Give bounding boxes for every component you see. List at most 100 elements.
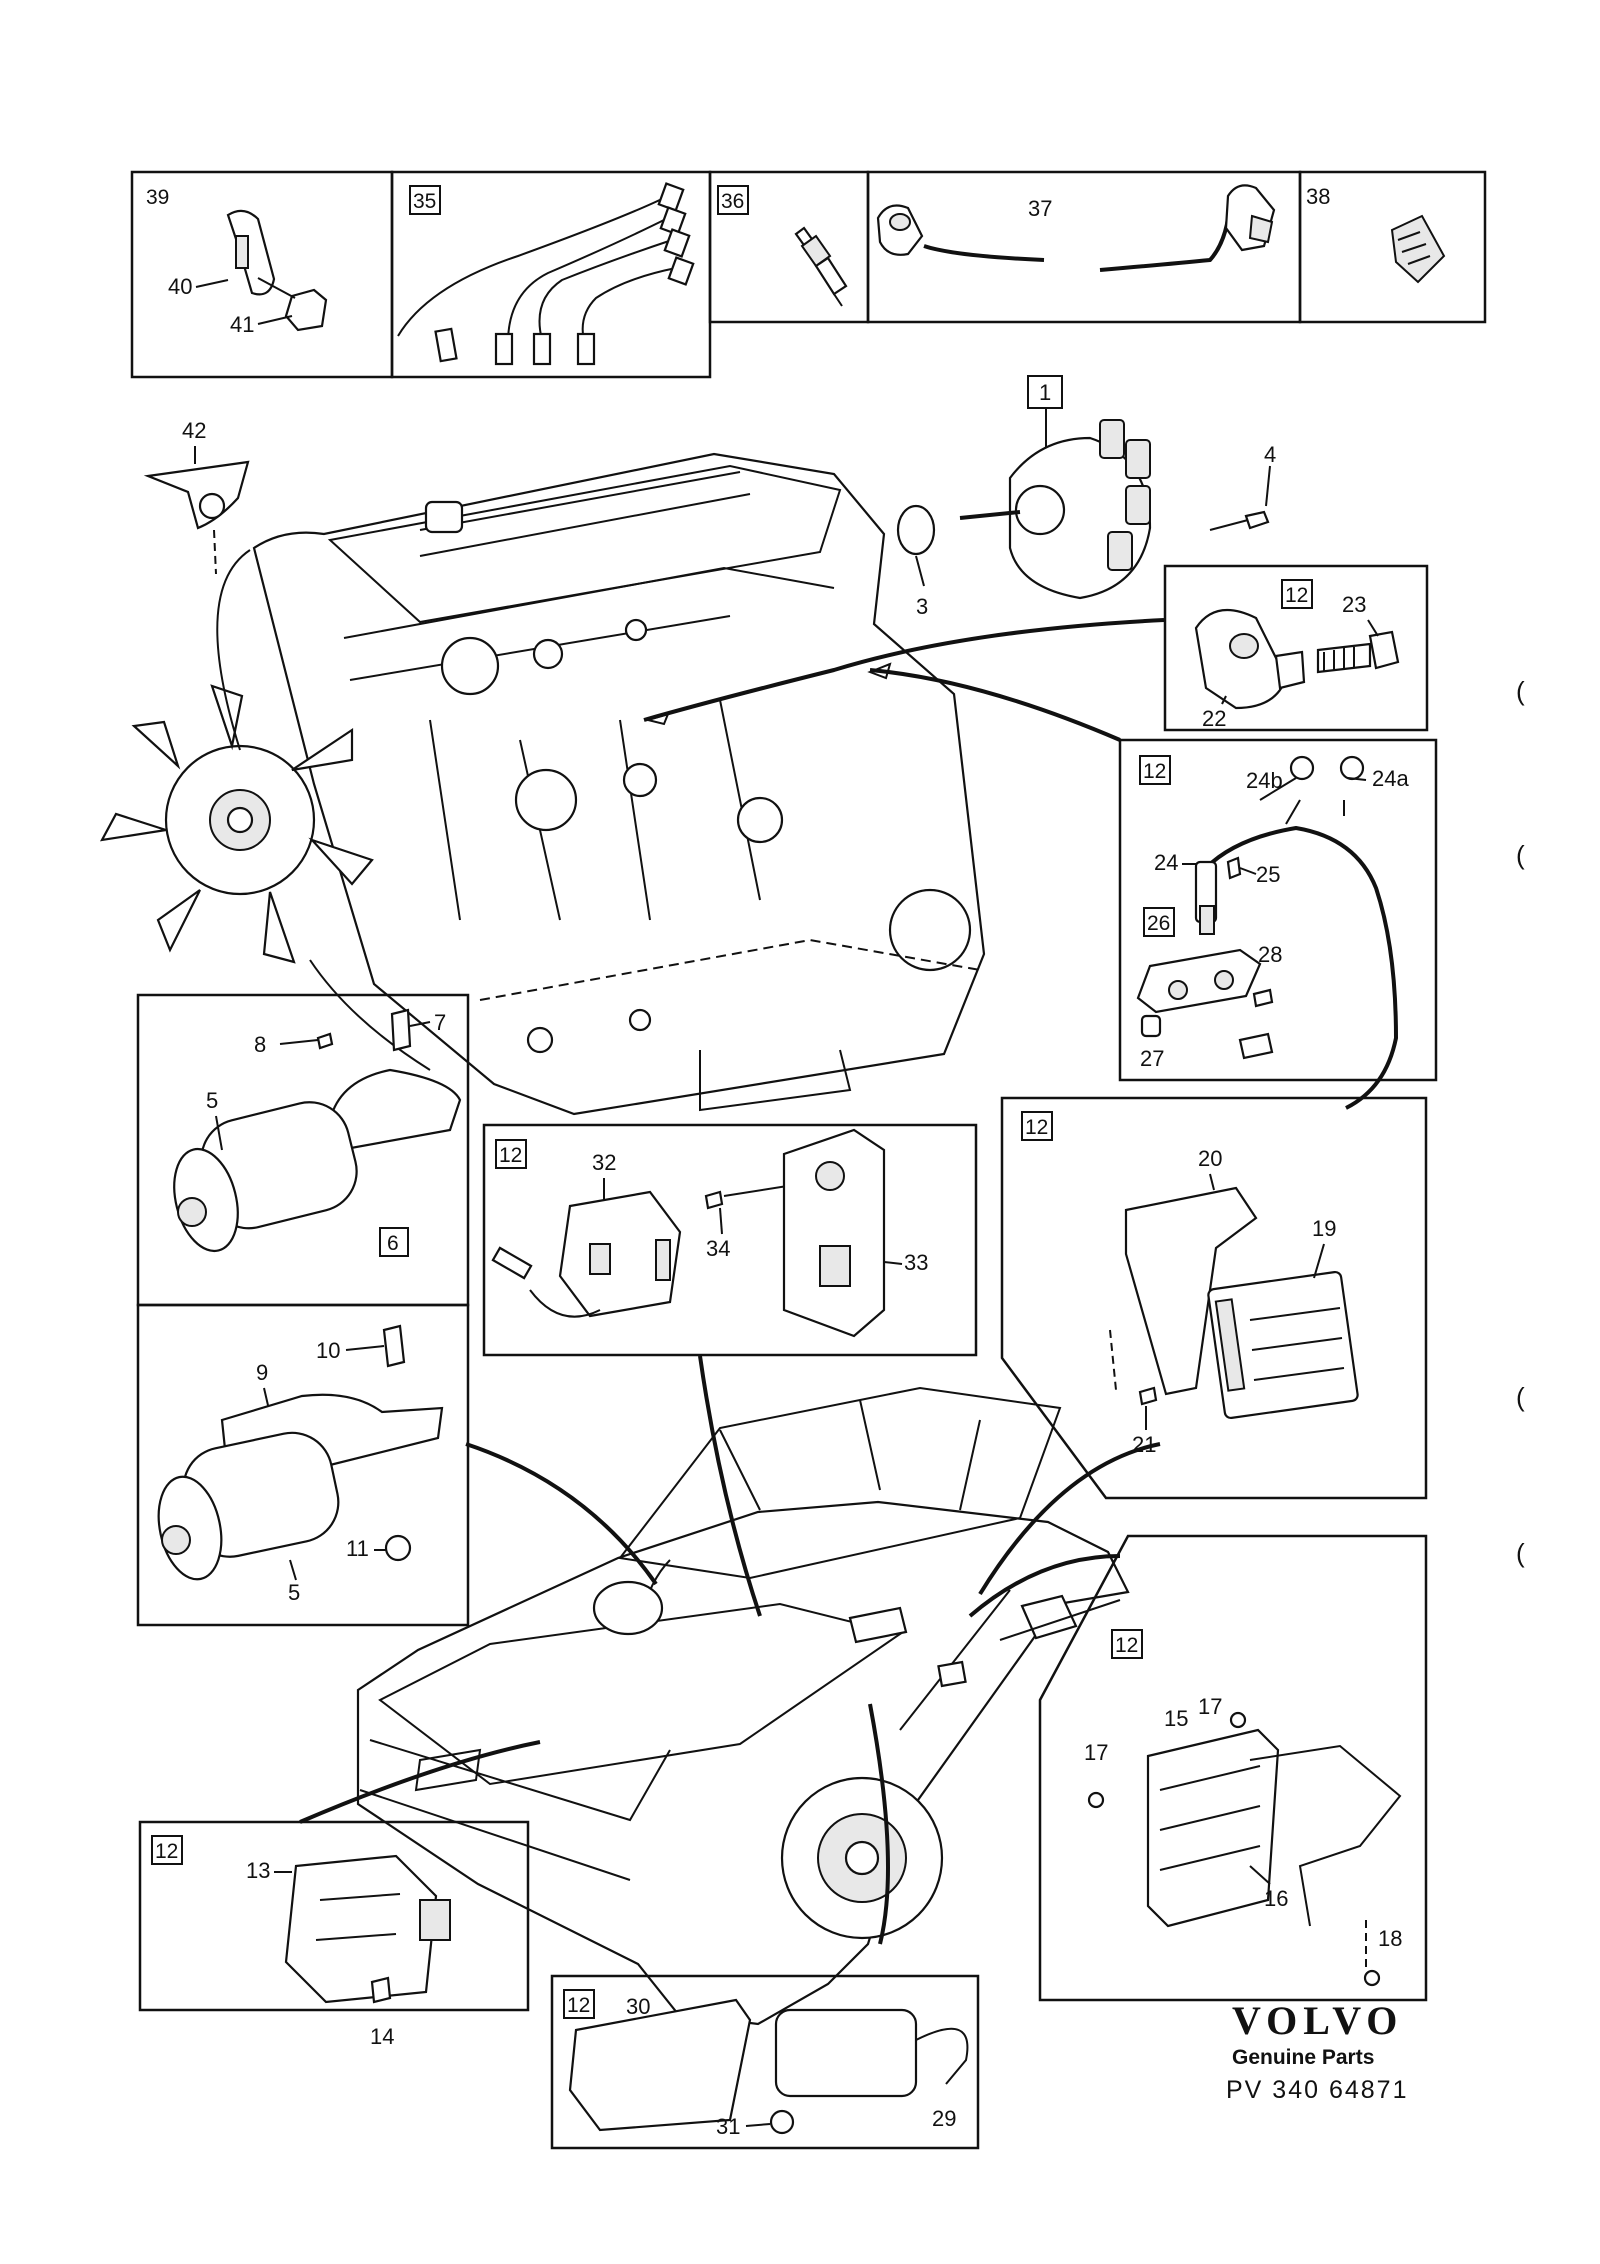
- distributor-assembly: 1 2 3 4: [852, 375, 1276, 619]
- branding-block: VOLVO Genuine Parts PV 340 64871: [1226, 1998, 1408, 2104]
- box-12-control-unit-bracket: 12 32 34 33: [482, 1123, 978, 1357]
- ignition-lead-2: [507, 217, 669, 344]
- sensor-cable: [1204, 825, 1399, 1110]
- callout-27: 27: [1140, 1046, 1164, 1071]
- coil-bolt-icon: [390, 1008, 412, 1052]
- callout-41: 41: [230, 312, 254, 337]
- amplifier-unit: [774, 2008, 918, 2098]
- car-body: [356, 1386, 1130, 2026]
- callout-31: 31: [716, 2114, 740, 2139]
- callout-17-left: 17: [1084, 1740, 1108, 1765]
- ecu-bracket-icon: [1124, 1186, 1258, 1396]
- callout-24a: 24a: [1372, 766, 1409, 791]
- callout-8: 8: [254, 1032, 266, 1057]
- callout-12-knock: 12: [1285, 584, 1308, 607]
- callout-3: 3: [916, 594, 928, 619]
- callout-18: 18: [1378, 1926, 1402, 1951]
- clip-part: [284, 288, 328, 332]
- pointer-lines: [643, 618, 1165, 742]
- control-unit-box: [1146, 1728, 1280, 1928]
- coil-clamp-icon: [328, 1068, 462, 1152]
- clip-24b-icon: [1289, 755, 1315, 781]
- callout-24: 24: [1154, 850, 1178, 875]
- sensor-plug: [1238, 1032, 1274, 1060]
- callout-1: 1: [1039, 380, 1051, 405]
- grommet-icon: [1390, 214, 1446, 284]
- callout-28: 28: [1258, 942, 1282, 967]
- callout-12-amp: 12: [567, 1994, 590, 2017]
- callout-4: 4: [1264, 442, 1276, 467]
- box-12-speed-sensor: 12 24b 24a 24 25 26 28 27: [1118, 738, 1438, 1110]
- margin-marks: ( ( ( (: [1516, 676, 1525, 1568]
- module-screw: [370, 1976, 392, 2004]
- callout-5-top: 5: [206, 1088, 218, 1113]
- spark-plug-icon: [794, 226, 848, 307]
- callout-20: 20: [1198, 1146, 1222, 1171]
- callout-12-control: 12: [1115, 1634, 1138, 1657]
- callout-14: 14: [370, 2024, 394, 2049]
- part-number: PV 340 64871: [1226, 2076, 1408, 2104]
- box-12-amplifier: 12 30 31 29: [550, 1974, 980, 2150]
- callout-9: 9: [256, 1360, 268, 1385]
- box-12-ecu: 12 20 19 21: [1000, 1096, 1428, 1500]
- box-12-control-unit: 12 17 17 15 16 18: [1038, 1534, 1428, 2002]
- callout-12-bracket: 12: [499, 1144, 522, 1167]
- callout-30: 30: [626, 1994, 650, 2019]
- fan-belt: [216, 549, 431, 1071]
- callout-38: 38: [1306, 184, 1330, 209]
- box-ignition-coil-a: 8 7 5 6: [136, 993, 470, 1307]
- callout-5-bottom: 5: [288, 1580, 300, 1605]
- callout-12-speed: 12: [1143, 760, 1166, 783]
- box-12-knock-sensor: 12 23 22: [1163, 564, 1429, 732]
- box-38-part: 38: [1298, 170, 1487, 324]
- bracket-part: [226, 209, 276, 296]
- callout-7: 7: [434, 1010, 446, 1035]
- callout-19: 19: [1312, 1216, 1336, 1241]
- callout-26: 26: [1147, 912, 1170, 935]
- box-12-ignition-module: 12 13 14: [138, 1820, 530, 2049]
- margin-mark-4: (: [1516, 1538, 1525, 1568]
- callout-29: 29: [932, 2106, 956, 2131]
- callout-11: 11: [346, 1536, 369, 1561]
- callout-16: 16: [1264, 1886, 1288, 1911]
- callout-12-ecu: 12: [1025, 1116, 1048, 1139]
- callout-32: 32: [592, 1150, 616, 1175]
- cooling-fan: [99, 549, 431, 1071]
- margin-mark-2: (: [1516, 840, 1525, 870]
- distributor-shaft: [959, 510, 1021, 520]
- callout-12-module: 12: [155, 1840, 178, 1863]
- bracket-slot: [235, 235, 249, 269]
- cam-cover: [327, 464, 842, 624]
- ignition-lead-4: [581, 267, 677, 349]
- amplifier-bracket-icon: [568, 1998, 752, 2132]
- box-36-spark-plug: 36: [708, 170, 870, 324]
- callout-17-top: 17: [1198, 1694, 1222, 1719]
- callout-35: 35: [413, 190, 436, 213]
- ignition-lead-1: [397, 195, 669, 337]
- callout-6: 6: [387, 1232, 399, 1255]
- clip-24a-icon: [1339, 755, 1365, 781]
- knock-sensor-icon: [1194, 608, 1288, 710]
- callout-23: 23: [1342, 592, 1366, 617]
- callout-34: 34: [706, 1236, 730, 1261]
- amplifier-bolt: [769, 2109, 795, 2135]
- ignition-lead-3: [538, 239, 673, 341]
- box-35-ignition-leads: 35: [390, 170, 712, 379]
- box-ignition-coil-b: 10 9 11 5: [136, 1303, 470, 1627]
- sensor-lead-cable-a: [923, 244, 1045, 262]
- sensor-plug-icon: [1224, 184, 1276, 252]
- callout-22: 22: [1202, 706, 1226, 731]
- box-37-sensor-lead: 37: [866, 170, 1302, 324]
- callout-15: 15: [1164, 1706, 1188, 1731]
- callout-36: 36: [721, 190, 744, 213]
- callout-10: 10: [316, 1338, 340, 1363]
- mounting-plate-icon: [782, 1128, 886, 1338]
- sensor-lead-cable-b: [1099, 199, 1232, 272]
- o-ring-icon: [896, 504, 936, 556]
- car-leader-lines: [299, 1355, 1161, 1945]
- callout-33: 33: [904, 1250, 928, 1275]
- box-39-40-41: 39 40 41: [130, 170, 394, 379]
- sensor-lead-connector-icon: [876, 204, 924, 256]
- callout-25: 25: [1256, 862, 1280, 887]
- callout-37: 37: [1028, 196, 1052, 221]
